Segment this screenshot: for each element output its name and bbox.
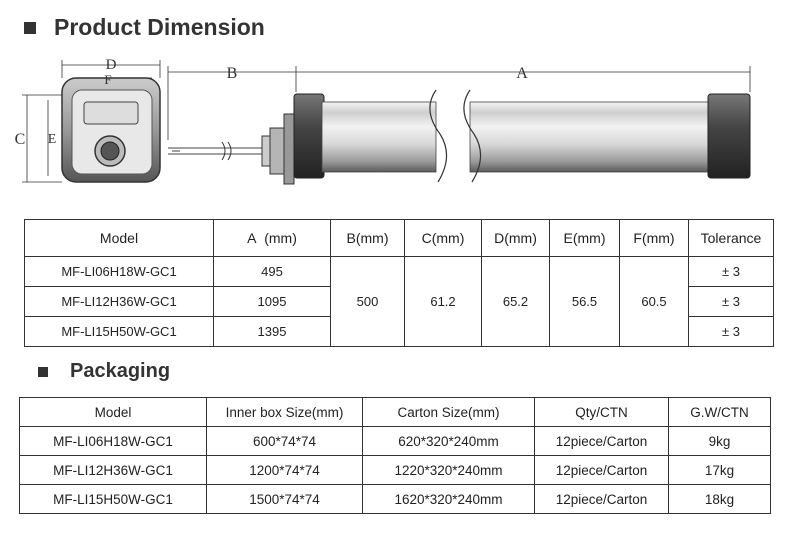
cell-qty: 12piece/Carton (534, 455, 669, 485)
cell-model: MF-LI15H50W-GC1 (19, 484, 207, 514)
table-row: MF-LI15H50W-GC1 1395 ± 3 (24, 316, 774, 347)
cell-qty: 12piece/Carton (534, 484, 669, 514)
cell-model: MF-LI12H36W-GC1 (19, 455, 207, 485)
packaging-heading: Packaging (38, 360, 170, 383)
packaging-title: Packaging (70, 360, 171, 382)
cell-tolerance: ± 3 (688, 316, 774, 347)
cell-qty: 12piece/Carton (534, 426, 669, 456)
cell-tolerance: ± 3 (688, 286, 774, 317)
packaging-table: Model Inner box Size(mm) Carton Size(mm)… (19, 397, 771, 514)
cell-carton: 1620*320*240mm (362, 484, 535, 514)
header-carton-size: Carton Size(mm) (362, 397, 535, 427)
cell-model: MF-LI15H50W-GC1 (24, 316, 214, 347)
header-model: Model (24, 219, 214, 257)
cell-a: 495 (213, 256, 331, 287)
label-A: A (516, 65, 528, 82)
dimension-drawing: D F C E B A (15, 57, 751, 185)
bullet-square-icon (38, 366, 48, 377)
header-f: F(mm) (619, 219, 689, 257)
cell-gw: 17kg (668, 455, 771, 485)
packaging-header-row: Model Inner box Size(mm) Carton Size(mm)… (19, 397, 771, 427)
table-row: MF-LI06H18W-GC1 600*74*74 620*320*240mm … (19, 426, 771, 456)
table-row: MF-LI12H36W-GC1 1200*74*74 1220*320*240m… (19, 455, 771, 485)
header-qty: Qty/CTN (534, 397, 669, 427)
dimension-table: Model A (mm) B(mm) C(mm) D(mm) E(mm) F(m… (24, 219, 774, 347)
header-tolerance: Tolerance (688, 219, 774, 257)
cell-model: MF-LI06H18W-GC1 (24, 256, 214, 287)
cell-a: 1095 (213, 286, 331, 317)
cell-f: 60.5 (619, 256, 689, 347)
cell-inner: 1500*74*74 (206, 484, 363, 514)
cell-model: MF-LI12H36W-GC1 (24, 286, 214, 317)
cell-gw: 9kg (668, 426, 771, 456)
tube-body (293, 89, 751, 183)
label-D: D (106, 57, 117, 73)
header-inner-box: Inner box Size(mm) (206, 397, 363, 427)
cell-inner: 600*74*74 (206, 426, 363, 456)
label-F: F (104, 72, 111, 87)
cell-b: 500 (330, 256, 405, 347)
cell-tolerance: ± 3 (688, 256, 774, 287)
cell-inner: 1200*74*74 (206, 455, 363, 485)
table-row: MF-LI06H18W-GC1 495 500 61.2 65.2 56.5 6… (24, 256, 774, 347)
dimension-header-row: Model A (mm) B(mm) C(mm) D(mm) E(mm) F(m… (24, 219, 774, 257)
header-b: B(mm) (330, 219, 405, 257)
header-c: C(mm) (404, 219, 482, 257)
end-view: D F C E (15, 57, 161, 183)
cell-d: 65.2 (481, 256, 550, 347)
label-C: C (15, 131, 26, 148)
cell-carton: 1220*320*240mm (362, 455, 535, 485)
header-d: D(mm) (481, 219, 550, 257)
cell-a: 1395 (213, 316, 331, 347)
header-model: Model (19, 397, 207, 427)
table-row: MF-LI15H50W-GC1 1500*74*74 1620*320*240m… (19, 484, 771, 514)
bullet-square-icon (24, 21, 36, 34)
label-E: E (48, 132, 57, 147)
header-gw: G.W/CTN (668, 397, 771, 427)
cable (168, 113, 295, 185)
product-dimension-title: Product Dimension (54, 14, 265, 40)
header-a: A (mm) (213, 219, 331, 257)
product-dimension-heading: Product Dimension (24, 14, 265, 41)
header-e: E(mm) (549, 219, 620, 257)
cell-carton: 620*320*240mm (362, 426, 535, 456)
cell-e: 56.5 (549, 256, 620, 347)
cell-c: 61.2 (404, 256, 482, 347)
cell-gw: 18kg (668, 484, 771, 514)
label-B: B (227, 65, 238, 82)
cell-model: MF-LI06H18W-GC1 (19, 426, 207, 456)
